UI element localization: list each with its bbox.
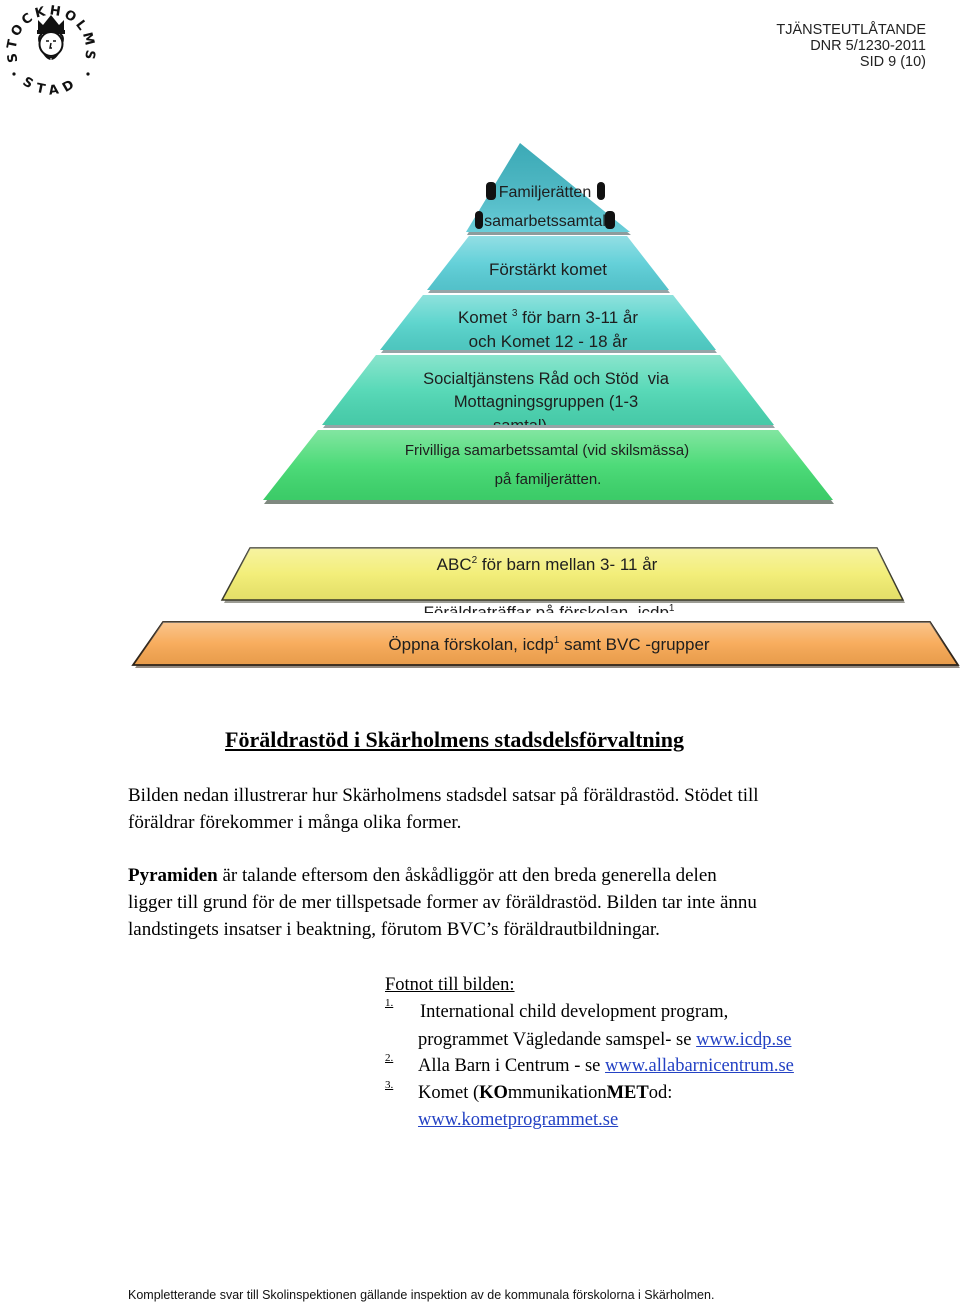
layer-2-line-1: Förstärkt komet <box>489 260 607 279</box>
layer-6-line-2-partially-hidden: Föräldraträffar på förskolan, icdp1 <box>424 603 675 622</box>
pyramid-layer-abc: ABC2 för barn mellan 3- 11 år Föräldratr… <box>220 547 905 622</box>
bold-lead-word: Pyramiden <box>128 865 218 886</box>
crowned-head-icon <box>37 15 65 68</box>
parenting-support-pyramid: Familjerätten samarbetssamtal Förstärkt … <box>131 143 960 668</box>
layer-4-line-2: Mottagningsgruppen (1-3 <box>454 393 638 411</box>
pyramid-layer-forstarkt-komet: Förstärkt komet <box>427 236 670 293</box>
reference-number: DNR 5/1230-2011 <box>810 38 926 54</box>
footnote-number-3: 3. <box>385 1079 394 1091</box>
layer-3-line-2: och Komet 12 - 18 år <box>469 332 628 351</box>
kometprogrammet-link[interactable]: www.kometprogrammet.se <box>418 1110 619 1130</box>
document-type: TJÄNSTEUTLÅTANDE <box>776 22 926 38</box>
stockholm-stad-logo: STOCKHOLMS STAD <box>5 3 95 98</box>
layer-6-line-1: ABC2 för barn mellan 3- 11 år <box>437 555 658 574</box>
pyramid-layer-oppna-forskolan: Öppna förskolan, icdp1 samt BVC -grupper <box>131 621 960 668</box>
pyramid-layer-komet: Komet 3 för barn 3-11 år och Komet 12 - … <box>380 295 717 353</box>
section-heading: Föräldrastöd i Skärholmens stadsdelsförv… <box>225 727 684 752</box>
pyramid-paragraph-line: ligger till grund för de mer tillspetsad… <box>128 892 757 913</box>
layer-1-line-1: Familjerätten <box>499 184 591 201</box>
layer-4-line-1: Socialtjänstens Råd och Stöd via <box>423 370 670 388</box>
layer-1-line-2: samarbetssamtal <box>484 213 606 230</box>
footnote-ref-1: 1 <box>554 635 560 646</box>
intro-paragraph: Bilden nedan illustrerar hur Skärholmens… <box>128 782 759 836</box>
page-number: SID 9 (10) <box>859 54 926 70</box>
intro-line: föräldrar förekommer i många olika forme… <box>128 812 462 833</box>
layer-4-line-3: samtal) <box>493 417 547 435</box>
footnote-ref-3: 3 <box>512 308 518 319</box>
footnotes-title: Fotnot till bilden: <box>385 975 515 995</box>
layer-5-line-2: på familjerätten. <box>495 471 602 488</box>
footnote-number-2: 2. <box>385 1052 394 1064</box>
pyramid-paragraph: Pyramiden är talande eftersom den åskådl… <box>128 862 757 943</box>
layer-5-line-1: Frivilliga samarbetssamtal (vid skilsmäs… <box>405 442 689 459</box>
footnote-1-text: International child development program, <box>420 1002 729 1022</box>
footnote-3-text: Komet (KOmmunikationMETod: <box>418 1083 673 1103</box>
document-header: TJÄNSTEUTLÅTANDE DNR 5/1230-2011 SID 9 (… <box>776 22 926 70</box>
layer-3-line-1: Komet 3 för barn 3-11 år <box>458 308 638 327</box>
page-footer: Kompletterande svar till Skolinspektione… <box>128 1288 715 1302</box>
layer-7-line-1: Öppna förskolan, icdp1 samt BVC -grupper <box>388 635 710 654</box>
allabarnicentrum-link[interactable]: www.allabarnicentrum.se <box>605 1056 794 1076</box>
intro-line: Bilden nedan illustrerar hur Skärholmens… <box>128 785 759 806</box>
footnote-1-text-2: programmet Vägledande samspel- se www.ic… <box>418 1030 792 1050</box>
footnote-number-1: 1. <box>385 997 394 1009</box>
pyramid-layer-socialtjanstens-rad-och-stod: Socialtjänstens Råd och Stöd via Mottagn… <box>322 355 775 435</box>
footnote-3-link-line: www.kometprogrammet.se <box>418 1107 618 1133</box>
footnote-ref-2: 2 <box>472 555 478 566</box>
pyramid-layer-familjerattens-samarbetssamtal: Familjerätten samarbetssamtal <box>466 143 631 235</box>
pyramid-paragraph-line: landstingets insatser i beaktning, förut… <box>128 919 660 940</box>
icdp-link[interactable]: www.icdp.se <box>696 1030 792 1050</box>
footnote-2-text: Alla Barn i Centrum - se www.allabarnice… <box>418 1056 794 1076</box>
pyramid-paragraph-line: Pyramiden är talande eftersom den åskådl… <box>128 865 717 886</box>
pyramid-layer-frivilliga-samarbetssamtal: Frivilliga samarbetssamtal (vid skilsmäs… <box>263 430 834 504</box>
